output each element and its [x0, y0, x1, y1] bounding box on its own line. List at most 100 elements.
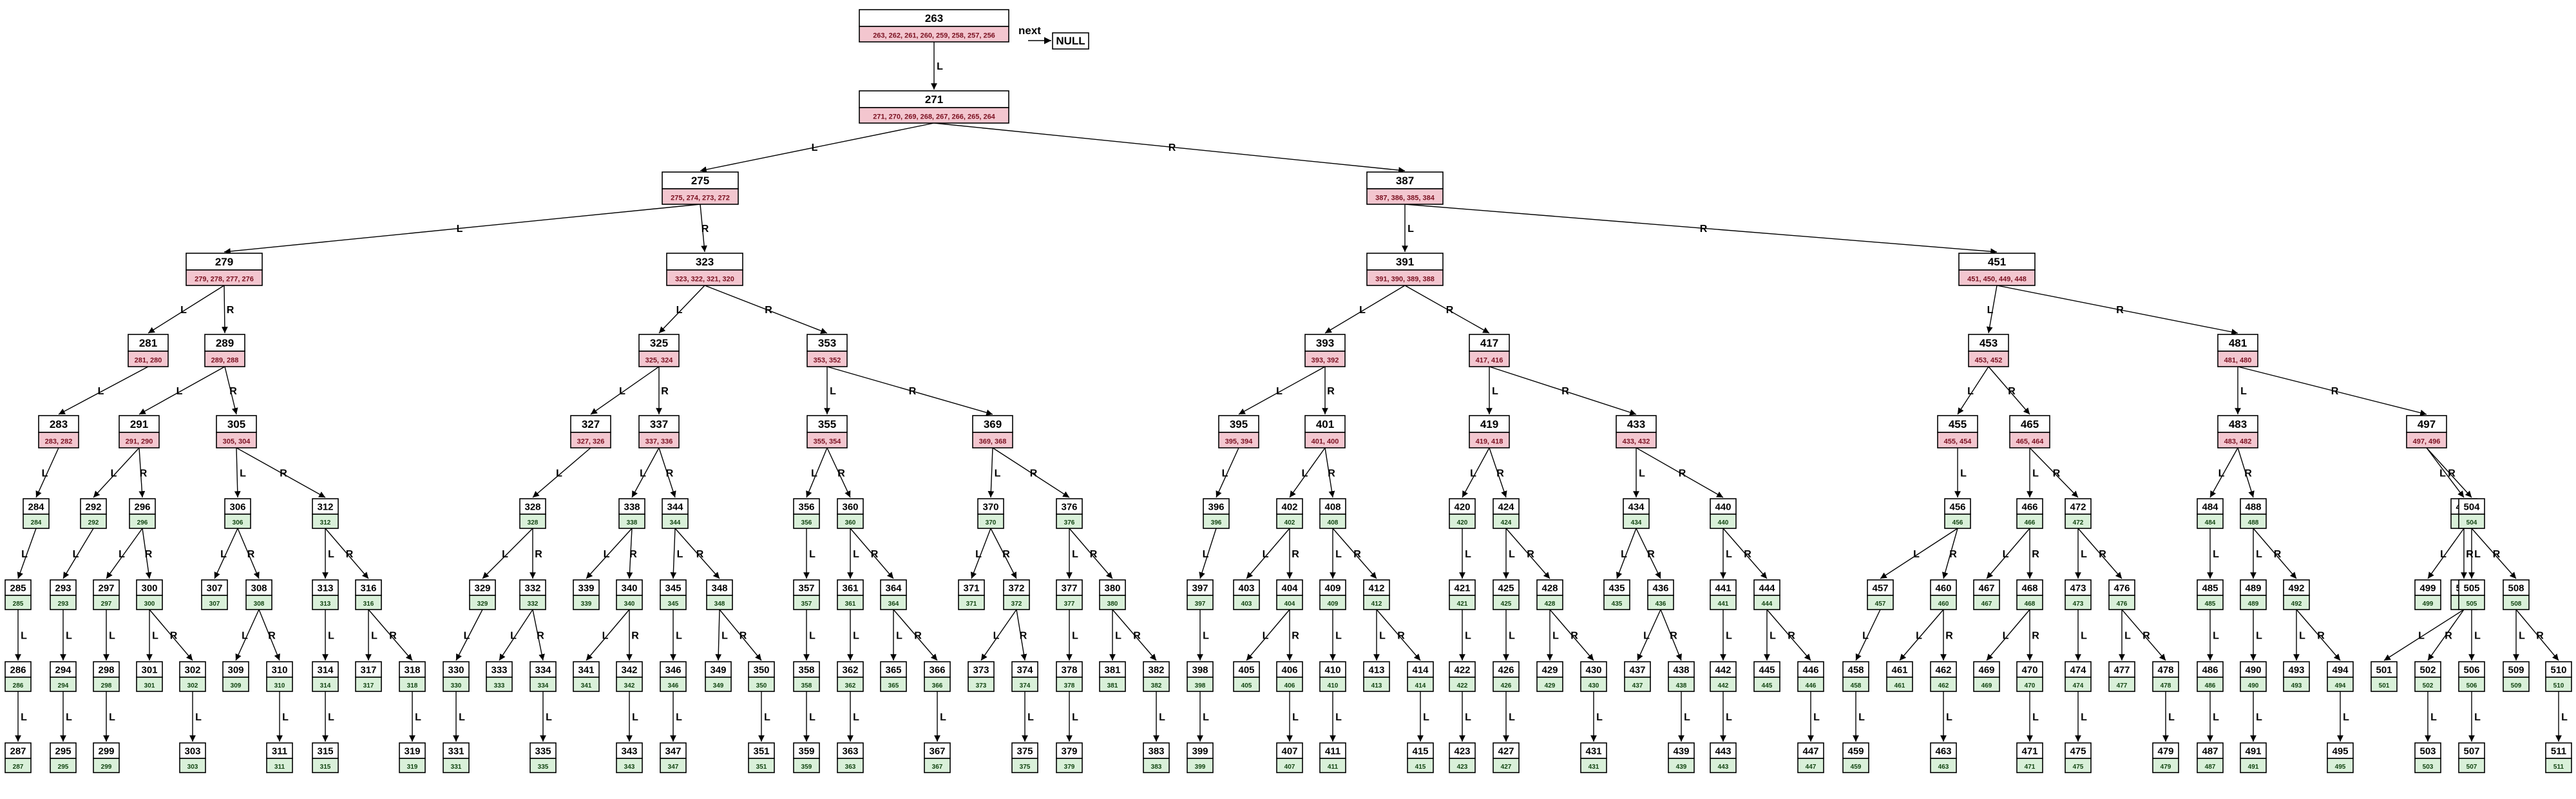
- edge-label-L: L: [1967, 386, 1974, 397]
- node-values-cell: [2016, 595, 2043, 610]
- edge-330-331: L: [453, 691, 465, 742]
- edge-271-387: R: [933, 122, 1406, 173]
- edge-305-306: L: [234, 447, 246, 498]
- node-values-label: 345: [668, 601, 679, 608]
- edge-421-422: L: [1459, 610, 1471, 660]
- node-values-label: 505: [2466, 601, 2477, 608]
- edge-line: [1986, 609, 2030, 661]
- node-values-cell: [355, 677, 382, 692]
- node-key-label: 487: [2202, 746, 2218, 757]
- edge-label-R: R: [2142, 631, 2150, 642]
- edge-label-L: L: [604, 549, 610, 560]
- node-key-cell: [1366, 253, 1444, 271]
- node-key-label: 423: [1454, 746, 1470, 757]
- edge-line: [1899, 609, 1944, 661]
- node-values-label: 501: [2379, 682, 2390, 689]
- node-values-cell: [2327, 677, 2354, 692]
- edge-label-L: L: [1916, 631, 1922, 642]
- node-key-label: 263: [925, 12, 943, 24]
- node-values-label: 440: [1718, 519, 1729, 526]
- edge-497-504: R: [2426, 447, 2472, 498]
- node-values-label: 479: [2161, 764, 2171, 771]
- edge-label-L: L: [328, 712, 334, 723]
- node-values-cell: [2414, 758, 2441, 773]
- node-key-label: 279: [215, 256, 233, 268]
- node-values-label: 485: [2205, 601, 2216, 608]
- node-values-label: 387, 386, 385, 384: [1375, 194, 1435, 202]
- edge-label-R: R: [170, 631, 178, 642]
- node-values-cell: [1668, 758, 1695, 773]
- node-key-label: 421: [1454, 583, 1470, 594]
- node-values-label: 393, 392: [1312, 356, 1339, 364]
- edge-504-508: R: [2471, 528, 2517, 579]
- node-values-cell: [1056, 758, 1083, 773]
- node-values-cell: [1753, 677, 1780, 692]
- node-key-label: 503: [2419, 746, 2436, 757]
- node-key-label: 495: [2332, 746, 2348, 757]
- edge-line: [826, 447, 851, 498]
- edge-line: [1637, 609, 1661, 661]
- edge-label-L: L: [546, 712, 552, 723]
- node-values-cell: [2545, 677, 2572, 692]
- edge-465-472: R: [2029, 447, 2079, 498]
- edge-label-L: L: [1621, 549, 1627, 560]
- node-values-label: 506: [2466, 682, 2477, 689]
- node-key-label: 353: [818, 337, 836, 349]
- node-values-label: 435: [1612, 601, 1623, 608]
- node-values-label: 395, 394: [1225, 438, 1254, 445]
- node-values-cell: [2197, 758, 2224, 773]
- node-values-cell: [660, 758, 687, 773]
- node-values-cell: [1797, 677, 1824, 692]
- edge-label-L: L: [21, 549, 28, 560]
- edge-483-488: R: [2237, 447, 2255, 498]
- edge-376-380: R: [1069, 528, 1113, 579]
- edge-label-R: R: [2053, 468, 2061, 479]
- edge-label-R: R: [1133, 631, 1141, 642]
- node-values-label: 488: [2248, 519, 2259, 526]
- edge-325-337: R: [656, 367, 669, 414]
- node-values-cell: [2197, 677, 2224, 692]
- edge-353-369: R: [826, 366, 993, 416]
- edge-298-299: L: [103, 691, 115, 742]
- node-key-label: 446: [1802, 665, 1818, 676]
- node-values-cell: [399, 677, 426, 692]
- node-key-label: 404: [1281, 583, 1298, 594]
- node-values-label: 475: [2073, 764, 2084, 771]
- node-key-label: 355: [818, 418, 836, 430]
- edge-label-R: R: [1292, 631, 1299, 642]
- node-values-cell: [186, 269, 263, 286]
- edge-402-404: R: [1286, 528, 1299, 579]
- node-values-label: 404: [1284, 601, 1295, 608]
- node-values-label: 476: [2117, 601, 2128, 608]
- node-values-cell: [924, 758, 951, 773]
- node-values-cell: [1203, 514, 1230, 529]
- node-values-label: 308: [254, 601, 265, 608]
- node-key-label: 453: [1980, 337, 1998, 349]
- node-key-label: 476: [2113, 583, 2130, 594]
- node-key-label: 367: [929, 746, 945, 757]
- edge-label-L: L: [2213, 549, 2219, 560]
- node-values-cell: [519, 595, 546, 610]
- edge-label-L: L: [1292, 712, 1299, 723]
- edge-434-436: R: [1636, 528, 1661, 579]
- edge-line: [1289, 447, 1326, 498]
- node-values-label: 334: [538, 682, 549, 689]
